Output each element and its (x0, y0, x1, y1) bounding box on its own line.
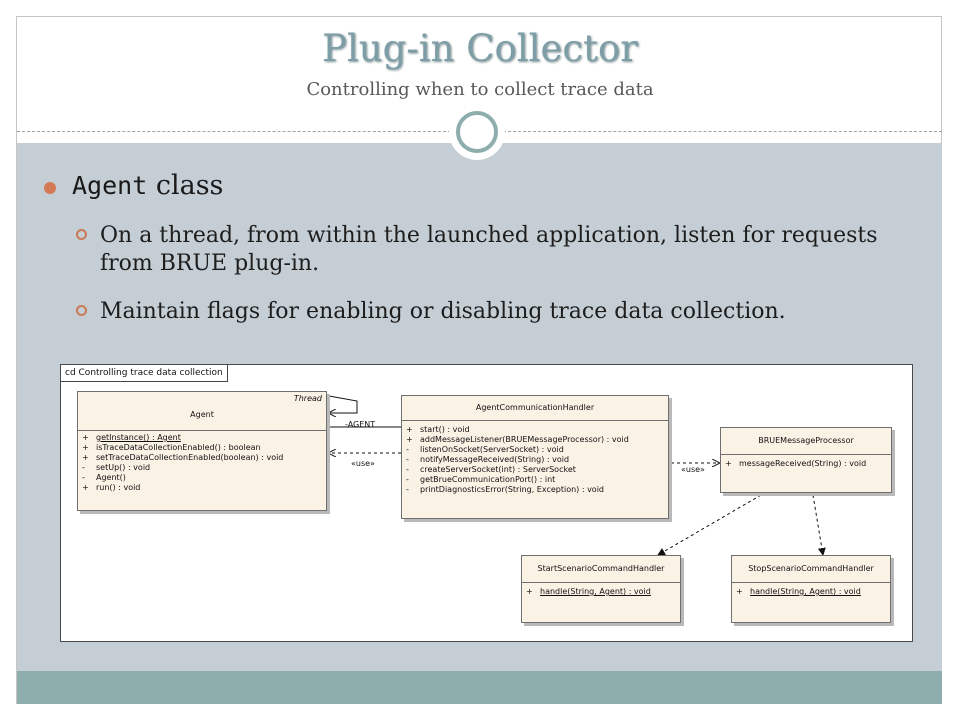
class-op: +handle(String, Agent) : void (736, 587, 861, 596)
class-agent-header: Thread Agent (78, 392, 326, 431)
processor-stop-dep (812, 494, 826, 556)
class-op: -createServerSocket(int) : ServerSocket (406, 465, 576, 474)
subbullet-2-text: Maintain flags for enabling or disabling… (100, 299, 786, 324)
bullet-main: Agent class (72, 170, 223, 201)
uml-class-diagram: cd Controlling trace data collection -AG… (60, 364, 913, 642)
subbullet-1-text: On a thread, from within the launched ap… (100, 223, 878, 276)
class-op: -printDiagnosticsError(String, Exception… (406, 485, 605, 494)
diagram-connectors (61, 395, 826, 556)
class-brue-message-processor[interactable]: BRUEMessageProcessor +messageReceived(St… (720, 427, 892, 493)
subbullet-2: Maintain flags for enabling or disabling… (76, 298, 896, 326)
slide-subtitle: Controlling when to collect trace data (306, 79, 654, 100)
agent-role-label: -AGENT (345, 420, 376, 429)
bullet-code: Agent (72, 171, 148, 200)
bullet-text: class (147, 170, 224, 201)
class-stop-scenario-command-handler[interactable]: StopScenarioCommandHandler +handle(Strin… (731, 555, 891, 623)
class-agent-ops: +getInstance() : Agent +isTraceDataColle… (78, 431, 326, 493)
class-agent-stereotype: Thread (293, 394, 322, 403)
class-op: -notifyMessageReceived(String) : void (406, 455, 570, 464)
class-start-name: StartScenarioCommandHandler (522, 556, 680, 583)
class-op: -Agent() (82, 473, 126, 482)
diagram-frame-label: cd Controlling trace data collection (61, 365, 228, 382)
class-op: +addMessageListener(BRUEMessageProcessor… (406, 435, 629, 444)
use-label-2: «use» (681, 465, 705, 474)
class-op: -getBrueCommunicationPort() : int (406, 475, 556, 484)
class-op: +handle(String, Agent) : void (526, 587, 651, 596)
class-processor-ops: +messageReceived(String) : void (721, 455, 891, 469)
class-op: +setTraceDataCollectionEnabled(boolean) … (82, 453, 284, 462)
agent-self-loop (329, 395, 358, 413)
class-op: -setUp() : void (82, 463, 151, 472)
class-agent[interactable]: Thread Agent +getInstance() : Agent +isT… (77, 391, 327, 511)
class-op: +getInstance() : Agent (82, 433, 181, 442)
class-handler-name: AgentCommunicationHandler (402, 396, 668, 421)
class-agent-name: Agent (190, 410, 214, 419)
class-op: +messageReceived(String) : void (725, 459, 867, 468)
class-start-scenario-command-handler[interactable]: StartScenarioCommandHandler +handle(Stri… (521, 555, 681, 623)
divider-circle-icon (449, 104, 505, 160)
class-op: +isTraceDataCollectionEnabled() : boolea… (82, 443, 261, 452)
class-stop-name: StopScenarioCommandHandler (732, 556, 890, 583)
class-op: -listenOnSocket(ServerSocket) : void (406, 445, 564, 454)
class-handler-ops: +start() : void +addMessageListener(BRUE… (402, 421, 668, 495)
class-op: +start() : void (406, 425, 470, 434)
footer-bar (17, 671, 942, 704)
class-stop-ops: +handle(String, Agent) : void (732, 583, 890, 597)
class-agent-communication-handler[interactable]: AgentCommunicationHandler +start() : voi… (401, 395, 669, 519)
class-processor-name: BRUEMessageProcessor (721, 428, 891, 455)
class-start-ops: +handle(String, Agent) : void (522, 583, 680, 597)
ring-bullet-icon (76, 229, 87, 240)
bullet-dot-icon (44, 182, 56, 194)
ring-bullet-icon (76, 305, 87, 316)
subbullet-1: On a thread, from within the launched ap… (76, 222, 896, 278)
use-label-1: «use» (351, 459, 375, 468)
processor-start-dep (657, 494, 762, 556)
slide-title: Plug-in Collector (322, 27, 638, 70)
class-op: +run() : void (82, 483, 141, 492)
